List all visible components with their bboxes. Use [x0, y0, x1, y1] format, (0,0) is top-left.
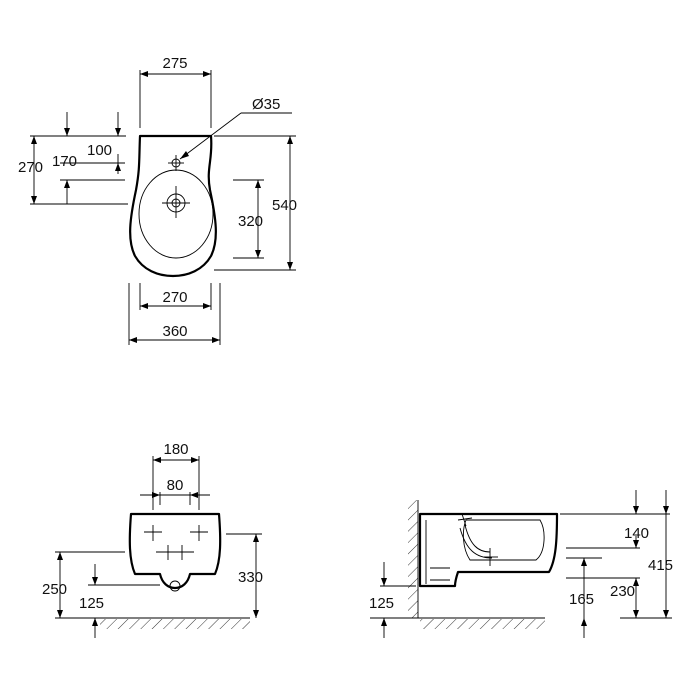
svg-text:330: 330	[238, 569, 263, 586]
svg-text:415: 415	[648, 557, 673, 574]
dim-hole-diameter: Ø35	[179, 96, 292, 160]
side-view: 125 140 165 230	[369, 490, 673, 638]
dim-height-165: 165	[569, 558, 594, 638]
dim-width-360: 360	[128, 283, 221, 345]
dim-width-270-bottom: 270	[139, 283, 212, 310]
svg-text:165: 165	[569, 591, 594, 608]
dim-height-170: 170	[52, 112, 77, 204]
tap-hole-marker	[168, 155, 184, 171]
front-view-outline	[128, 512, 222, 590]
svg-text:100: 100	[87, 142, 112, 159]
side-floor	[370, 617, 545, 629]
svg-text:180: 180	[163, 441, 188, 458]
svg-text:540: 540	[272, 197, 297, 214]
svg-text:270: 270	[18, 159, 43, 176]
svg-text:360: 360	[162, 323, 187, 340]
svg-text:230: 230	[610, 583, 635, 600]
side-wall	[408, 500, 419, 618]
side-internal-pipe	[425, 513, 498, 584]
front-view: 180 80 250 125	[42, 441, 263, 638]
dim-width-180: 180	[152, 441, 200, 510]
dim-height-100: 100	[87, 112, 121, 174]
dim-height-320: 320	[238, 180, 263, 258]
dim-length-540: 540	[272, 136, 297, 270]
drain-marker	[162, 186, 190, 218]
svg-text:320: 320	[238, 213, 263, 230]
side-view-outline	[418, 512, 559, 588]
dim-width-275: 275	[139, 55, 212, 128]
svg-text:125: 125	[79, 595, 104, 612]
svg-text:80: 80	[167, 477, 184, 494]
dim-width-80: 80	[140, 477, 210, 505]
top-view-outline	[129, 134, 217, 278]
svg-text:140: 140	[624, 525, 649, 542]
top-view: 275 Ø35 270 170	[18, 55, 297, 345]
svg-text:270: 270	[162, 289, 187, 306]
dim-height-250: 250	[42, 552, 67, 618]
dim-height-125-side: 125	[369, 562, 416, 638]
dim-height-125-front: 125	[79, 564, 104, 638]
dim-height-230: 230	[610, 578, 639, 618]
svg-text:275: 275	[162, 55, 187, 72]
svg-text:125: 125	[369, 595, 394, 612]
dim-height-140: 140	[624, 490, 649, 548]
dim-height-330: 330	[238, 534, 263, 618]
front-floor	[55, 617, 250, 629]
front-view-drain	[169, 580, 181, 592]
side-view-bowl	[462, 519, 545, 561]
svg-text:Ø35: Ø35	[252, 96, 280, 113]
front-fixing-marks	[144, 525, 208, 560]
dim-height-415: 415	[648, 490, 673, 618]
svg-text:170: 170	[52, 153, 77, 170]
dim-height-270-left: 270	[18, 136, 43, 204]
svg-text:250: 250	[42, 581, 67, 598]
